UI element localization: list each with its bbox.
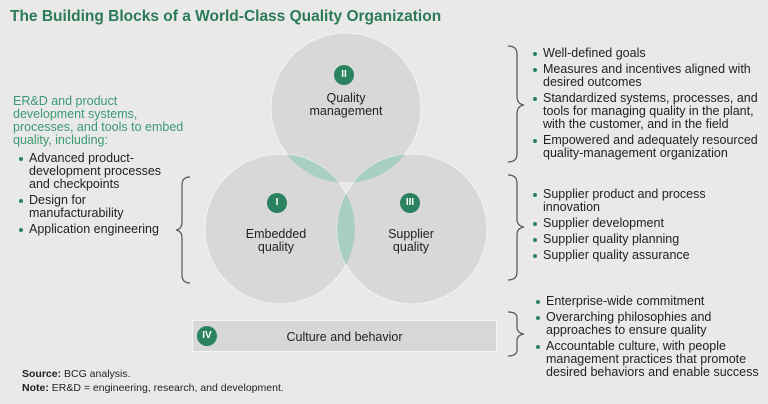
- list-item: Empowered and adequately resourced quali…: [530, 134, 765, 160]
- note-label: Note:: [22, 382, 49, 394]
- supplier-list: Supplier product and process innovation …: [530, 188, 750, 265]
- source-label: Source:: [22, 368, 62, 380]
- label-line: quality: [392, 240, 430, 254]
- list-item: Supplier quality assurance: [530, 249, 750, 262]
- badge-iv: IV: [197, 326, 217, 346]
- brace-quality-management: [507, 45, 525, 163]
- quality-management-list: Well-defined goals Measures and incentiv…: [530, 47, 765, 163]
- brace-culture: [507, 311, 525, 357]
- note-text: ER&D = engineering, research, and develo…: [51, 382, 284, 394]
- list-item: Overarching philosophies and approaches …: [533, 311, 765, 337]
- brace-left: [175, 176, 191, 284]
- label-line: management: [309, 104, 383, 118]
- list-item: Supplier product and process innovation: [530, 188, 750, 214]
- list-item: Application engineering: [16, 223, 166, 236]
- list-item: Supplier development: [530, 217, 750, 230]
- list-item: Advanced product-development processes a…: [16, 152, 166, 191]
- label-supplier-quality: Supplier quality: [361, 228, 461, 254]
- list-item: Enterprise-wide commitment: [533, 295, 765, 308]
- circle-quality-management: [270, 32, 422, 184]
- list-item: Well-defined goals: [530, 47, 765, 60]
- badge-iii: III: [400, 193, 420, 213]
- list-item: Accountable culture, with people managem…: [533, 340, 765, 379]
- list-item: Supplier quality planning: [530, 233, 750, 246]
- list-item: Standardized systems, processes, and too…: [530, 92, 765, 131]
- culture-list: Enterprise-wide commitment Overarching p…: [533, 295, 765, 382]
- label-embedded-quality: Embedded quality: [226, 228, 326, 254]
- culture-and-behavior-box: IV Culture and behavior: [192, 320, 497, 352]
- left-list: Advanced product-development processes a…: [16, 152, 166, 239]
- footnote: Note: ER&D = engineering, research, and …: [22, 382, 284, 394]
- badge-i: I: [267, 193, 287, 213]
- culture-label: Culture and behavior: [286, 330, 403, 344]
- label-line: Embedded: [245, 227, 307, 241]
- list-item: Design for manufacturability: [16, 194, 166, 220]
- brace-supplier: [507, 174, 525, 281]
- label-line: quality: [257, 240, 295, 254]
- label-line: Supplier: [388, 227, 434, 241]
- source-note: Source: BCG analysis.: [22, 368, 131, 380]
- source-text: BCG analysis.: [64, 368, 131, 380]
- left-heading: ER&D and product development systems, pr…: [13, 94, 184, 147]
- page-title: The Building Blocks of a World-Class Qua…: [10, 8, 442, 25]
- list-item: Measures and incentives aligned with des…: [530, 63, 765, 89]
- label-quality-management: Quality management: [296, 92, 396, 118]
- label-line: Quality: [326, 91, 366, 105]
- badge-ii: II: [334, 65, 354, 85]
